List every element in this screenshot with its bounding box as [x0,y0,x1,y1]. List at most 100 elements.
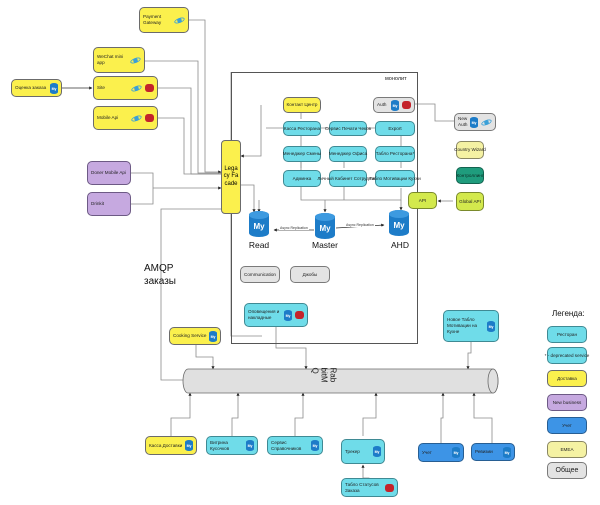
notifications-node[interactable]: Оповещения и накладные [244,303,308,327]
node-label: WeChat mini app [97,54,124,65]
master-db-icon: My [315,213,335,239]
kitchen-motivation-node[interactable]: Табло Мотивации Кухни [369,170,421,187]
global-api-node[interactable]: Global API [456,192,484,211]
employee-cabinet-node[interactable]: Личный Кабинет Сотрудника [317,170,379,187]
redis-icon [385,483,394,492]
country-wizard-node[interactable]: Country Wizard [454,141,486,159]
legend-label: Учет [562,422,572,428]
redis-icon [402,101,411,109]
mysql-icon [311,440,319,451]
payment-gateway-node[interactable]: Payment Gateway [139,7,189,33]
site-node[interactable]: Site [93,76,158,100]
contact-center-node[interactable]: Контакт Центр [283,97,321,113]
node-label: Табло Ресторана* [375,151,415,156]
mobile-api-node[interactable]: Mobile Api [93,106,158,130]
amqp-label-line: заказы [144,276,176,287]
node-label: Оповещения и накладные [248,309,280,320]
doner-mobile-api-node[interactable]: Doner Mobile Api [87,161,131,185]
mysql-icon [209,330,217,342]
new-kitchen-board-node[interactable]: Новое Табло Мотивации на Кухне [443,310,499,342]
ie-icon [130,57,141,63]
drinkit-node[interactable]: Drinkit [87,192,131,216]
mysql-icon [185,440,193,451]
ahd-db-label: AHD [391,240,409,250]
node-label: Учет [422,449,432,455]
redis-icon [145,84,154,92]
mysql-icon [246,440,254,451]
mysql-icon [470,116,478,128]
ahd-db-icon: My [389,210,409,236]
mysql-icon [391,99,399,111]
ie-icon [174,17,185,23]
legend-label: Доставка [557,375,577,381]
communication-node[interactable]: Communication [240,266,280,283]
node-label: Личный Кабинет Сотрудника [317,175,379,181]
api-node[interactable]: API [408,192,437,209]
kusochki-showcase-node[interactable]: Витрина Кусочков [206,436,258,455]
office-manager-node[interactable]: Менеджер Офиса [329,146,367,162]
shift-manager-node[interactable]: Менеджер Смены [283,146,321,162]
node-label: Communication [244,271,276,277]
rabbitmq-label-line: Q [310,367,320,374]
legend-title: Легенда: [552,309,585,318]
legend-label: New business [552,399,582,405]
legend-item-general: Общее [547,462,587,479]
node-label: Cooking Service [173,333,207,338]
read-db-label: Read [248,240,270,250]
restaurant-board-node[interactable]: Табло Ресторана* [375,146,415,162]
legend-item-accounting: Учет [547,417,587,434]
admin-node[interactable]: Админка [283,170,321,187]
node-label: Табло Статусов Заказа [345,481,379,493]
node-label: Сервис Печати Чеков [324,125,372,131]
svg-text:My: My [253,222,265,231]
tracker-node[interactable]: Трекер [341,439,385,464]
accounting-node[interactable]: Учет [418,443,464,462]
node-label: Админка [292,175,312,181]
mysql-icon [284,309,292,321]
legend-item-emea: EMEA [547,441,587,458]
reference-service-node[interactable]: Сервис Справочников [267,436,323,455]
node-label: Контакт Центр [286,102,318,107]
node-label: Касса Ресторана [283,125,321,131]
rabbitmq-label-line: Rab [328,367,338,383]
monolith-title: монолит [385,76,407,82]
order-rating-node[interactable]: Оценка заказа [11,79,62,97]
node-label: Оценка заказа [15,85,47,90]
node-label: New Auth [458,116,468,127]
ie-icon [481,119,492,125]
kassa-restorana-node[interactable]: Касса Ресторана [283,121,321,136]
svg-text:My: My [393,221,405,230]
legacy-facade-node[interactable]: Legacy Facade [221,140,241,214]
order-status-board-node[interactable]: Табло Статусов Заказа [341,478,398,497]
delivery-kassa-node[interactable]: Касса Доставки [145,436,197,455]
cooking-service-node[interactable]: Cooking Service [169,327,221,345]
legend-item-delivery: Доставка [547,370,587,387]
export-node[interactable]: Export [375,121,415,136]
node-label: Doner Mobile Api [91,170,126,175]
rabbitmq-pipe [182,368,499,394]
node-label: Drinkit [91,201,105,206]
print-service-node[interactable]: Сервис Печати Чеков [325,121,371,136]
node-label: Табло Мотивации Кухни [369,175,421,181]
jobs-node[interactable]: Джобы [290,266,330,283]
legend-label: EMEA [560,446,574,452]
legend-label: * - deprecated service [544,352,590,358]
node-label: Mobile Api [97,115,119,120]
wechat-node[interactable]: WeChat mini app [93,47,145,73]
node-label: Payment Gateway [143,14,162,25]
auth-node[interactable]: Auth [373,97,415,113]
legend-item-new-business: New business [547,394,587,411]
new-auth-node[interactable]: New Auth [454,113,496,131]
node-label: Менеджер Офиса [328,151,368,156]
controlling-node[interactable]: Контроллинг [456,167,484,184]
mysql-icon [452,447,460,458]
node-label: Касса Доставки [149,442,183,448]
node-label: Country Wizard [454,147,486,152]
node-label: Global API [459,198,481,204]
replication-label: Async Replication [279,226,309,230]
legend-label: Общее [555,466,579,474]
node-label: Трекер [345,448,360,454]
audit-node[interactable]: Ревизии [471,443,515,461]
